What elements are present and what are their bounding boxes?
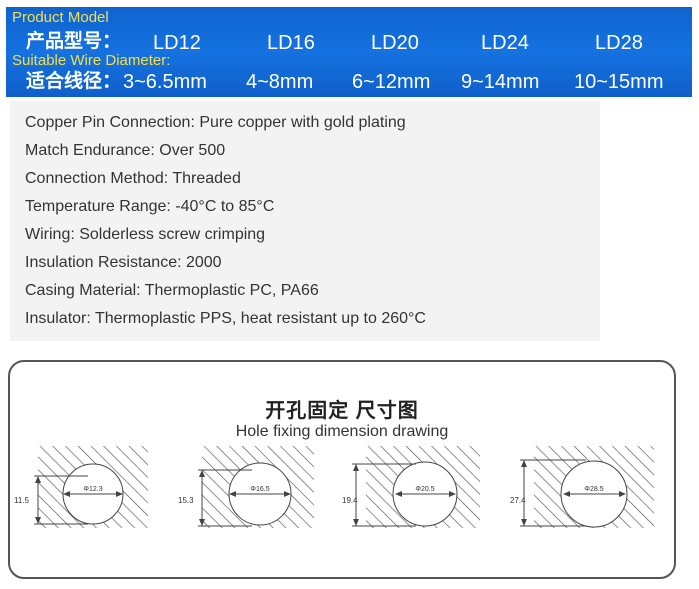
model-ld20: LD20: [371, 32, 419, 54]
hole-figure-ld16: 15.3 Φ16.5: [178, 446, 314, 528]
hole-diameter-ld12: Φ12.3: [83, 486, 102, 493]
wire-range-ld12: 3~6.5mm: [123, 71, 207, 93]
wire-range-ld24: 9~14mm: [461, 71, 540, 93]
hole-height-ld20: 19.4: [342, 496, 358, 505]
hole-figure-ld28: 27.4 Φ28.5: [510, 446, 654, 528]
model-ld28: LD28: [595, 32, 643, 54]
wire-range-ld28: 10~15mm: [574, 71, 664, 93]
spec-connection-method: Connection Method: Threaded: [25, 170, 241, 187]
model-ld12: LD12: [153, 32, 201, 54]
spec-casing-material: Casing Material: Thermoplastic PC, PA66: [25, 282, 319, 299]
hole-height-ld16: 15.3: [178, 496, 194, 505]
drawing-title: 开孔固定 尺寸图: [265, 400, 419, 422]
spec-copper-pin: Copper Pin Connection: Pure copper with …: [25, 114, 406, 131]
spec-match-endurance: Match Endurance: Over 500: [25, 142, 226, 159]
hole-diameter-ld28: Φ28.5: [584, 486, 603, 493]
hole-diameter-ld16: Φ16.5: [250, 486, 269, 493]
hole-figure-ld12: 11.5 Φ12.3: [14, 446, 148, 528]
hole-figure-ld20: 19.4 Φ20.5: [342, 446, 480, 528]
model-ld24: LD24: [481, 32, 529, 54]
product-model-label: 产品型号：: [26, 31, 122, 52]
hole-height-ld12: 11.5: [14, 496, 30, 505]
spec-insulation-resistance: Insulation Resistance: 2000: [25, 254, 222, 271]
spec-wiring: Wiring: Solderless screw crimping: [25, 226, 266, 243]
spec-list: Copper Pin Connection: Pure copper with …: [10, 101, 600, 341]
product-model-caption: Product Model: [12, 9, 109, 26]
model-ld16: LD16: [267, 32, 315, 54]
drawing-subtitle: Hole fixing dimension drawing: [235, 423, 449, 440]
spec-insulator: Insulator: Thermoplastic PPS, heat resis…: [25, 310, 426, 327]
wire-diameter-label: 适合线径：: [26, 71, 122, 92]
model-banner: Product Model 产品型号： LD12 LD16 LD20 LD24 …: [6, 7, 692, 97]
wire-range-ld20: 6~12mm: [352, 71, 431, 93]
spec-temperature-range: Temperature Range: -40°C to 85°C: [25, 198, 275, 215]
wire-diameter-caption: Suitable Wire Diameter:: [12, 52, 171, 69]
hole-diameter-ld20: Φ20.5: [415, 486, 434, 493]
hole-height-ld28: 27.4: [510, 496, 526, 505]
wire-range-ld16: 4~8mm: [246, 71, 314, 93]
